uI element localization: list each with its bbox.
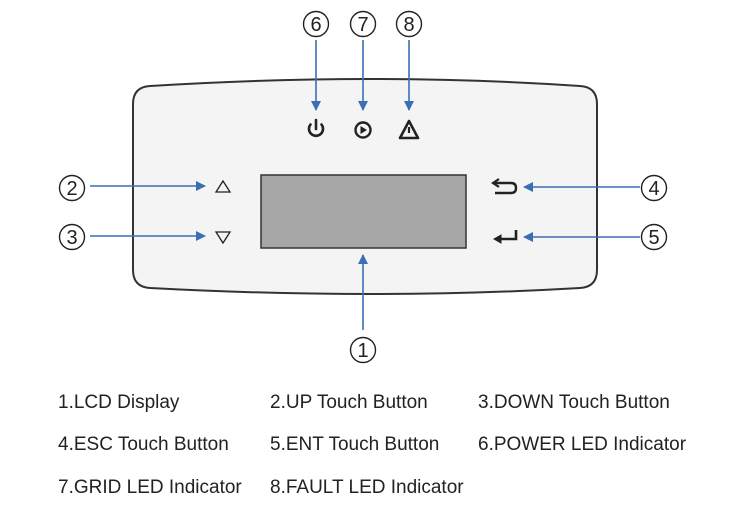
svg-text:5: 5 <box>648 227 659 249</box>
legend-grid: 7.GRID LED Indicator <box>58 477 242 498</box>
warning-triangle-icon <box>398 119 420 140</box>
legend-up: 2.UP Touch Button <box>270 392 428 413</box>
return-arrow-icon[interactable] <box>491 178 518 195</box>
callout-power: 6 <box>302 10 330 38</box>
callout-grid: 7 <box>349 10 377 38</box>
svg-text:6: 6 <box>310 14 321 36</box>
callout-esc: 4 <box>640 174 668 202</box>
lcd-display <box>260 174 467 249</box>
legend-power: 6.POWER LED Indicator <box>478 434 687 455</box>
callout-down: 3 <box>58 223 86 251</box>
callout-up: 2 <box>58 174 86 202</box>
svg-text:4: 4 <box>648 178 659 200</box>
svg-text:8: 8 <box>403 14 414 36</box>
callout-lcd: 1 <box>349 336 377 364</box>
svg-text:7: 7 <box>357 14 368 36</box>
legend-ent: 5.ENT Touch Button <box>270 434 440 455</box>
callout-fault: 8 <box>395 10 423 38</box>
callout-ent: 5 <box>640 223 668 251</box>
legend-down: 3.DOWN Touch Button <box>478 392 670 413</box>
svg-text:3: 3 <box>66 227 77 249</box>
svg-text:1: 1 <box>357 340 368 362</box>
grid-play-icon <box>354 121 372 139</box>
enter-arrow-icon[interactable] <box>492 230 518 244</box>
legend-esc: 4.ESC Touch Button <box>58 434 229 455</box>
svg-text:2: 2 <box>66 178 77 200</box>
down-triangle-icon[interactable] <box>214 231 232 245</box>
legend-lcd: 1.LCD Display <box>58 392 180 413</box>
up-triangle-icon[interactable] <box>214 179 232 193</box>
power-icon <box>307 118 325 138</box>
legend-fault: 8.FAULT LED Indicator <box>270 477 464 498</box>
